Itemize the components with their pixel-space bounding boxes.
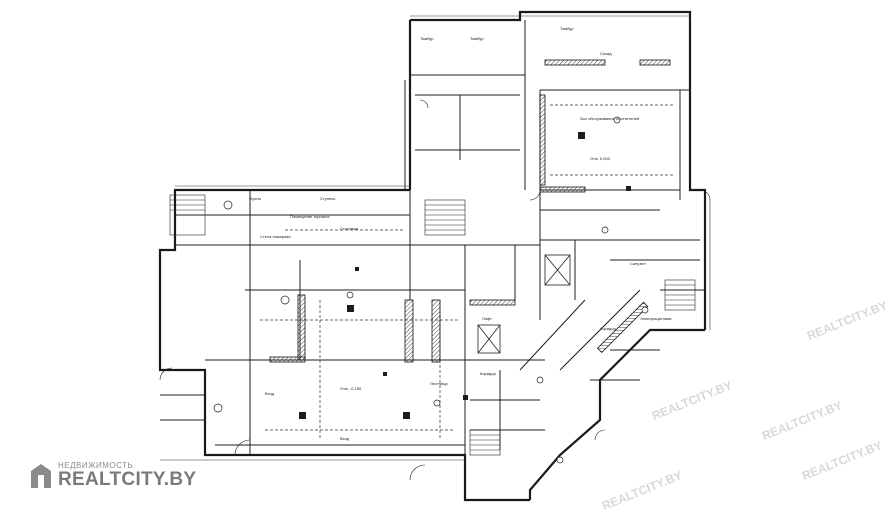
house-logo-icon xyxy=(31,463,51,488)
plan-label: Лифт xyxy=(482,316,492,321)
plan-label: Отм. 0,000 xyxy=(590,156,611,161)
brand-watermark: НЕДВИЖИМОСТЬ REALTCITY.BY xyxy=(30,462,196,489)
elevator-shafts xyxy=(477,254,571,354)
plan-label: Тамбур xyxy=(560,26,574,31)
plan-label: Коридор xyxy=(480,371,497,376)
dashed-lines xyxy=(260,104,675,440)
plan-label: Электрощитовая xyxy=(640,316,671,321)
plan-label: Вход xyxy=(265,391,275,396)
plan-label: Склад xyxy=(600,51,612,56)
plan-label: Санузел xyxy=(630,261,646,266)
plan-label: Кухня xyxy=(250,196,261,201)
doors xyxy=(159,99,711,481)
plan-label: Вход xyxy=(340,436,350,441)
watermark-brand-text: REALTCITY.BY xyxy=(58,469,197,490)
plan-label: Столовая xyxy=(340,226,358,231)
plan-label: Зал обслуживания посетителей xyxy=(580,116,639,121)
plan-label: Отм. -0,150 xyxy=(340,386,362,391)
plan-label: Тамбур xyxy=(420,36,434,41)
plan-label: Помещение торговое xyxy=(290,214,330,219)
plan-label: Коридор xyxy=(600,326,617,331)
plan-label: Стена пожарная xyxy=(260,234,291,239)
plan-label: Тамбур xyxy=(470,36,484,41)
markers xyxy=(213,116,649,464)
plan-labels: Кухня Помещение торговое Ступень Стена п… xyxy=(250,26,671,441)
stairs xyxy=(169,194,696,456)
outer-walls xyxy=(158,10,707,502)
dimension-lines xyxy=(160,15,711,461)
watermark-small-text: НЕДВИЖИМОСТЬ xyxy=(58,461,134,470)
interior-partitions xyxy=(160,20,705,455)
plan-label: Лестница xyxy=(430,381,448,386)
columns xyxy=(299,132,631,419)
hatched-walls xyxy=(269,59,671,363)
plan-label: Ступень xyxy=(320,196,335,201)
